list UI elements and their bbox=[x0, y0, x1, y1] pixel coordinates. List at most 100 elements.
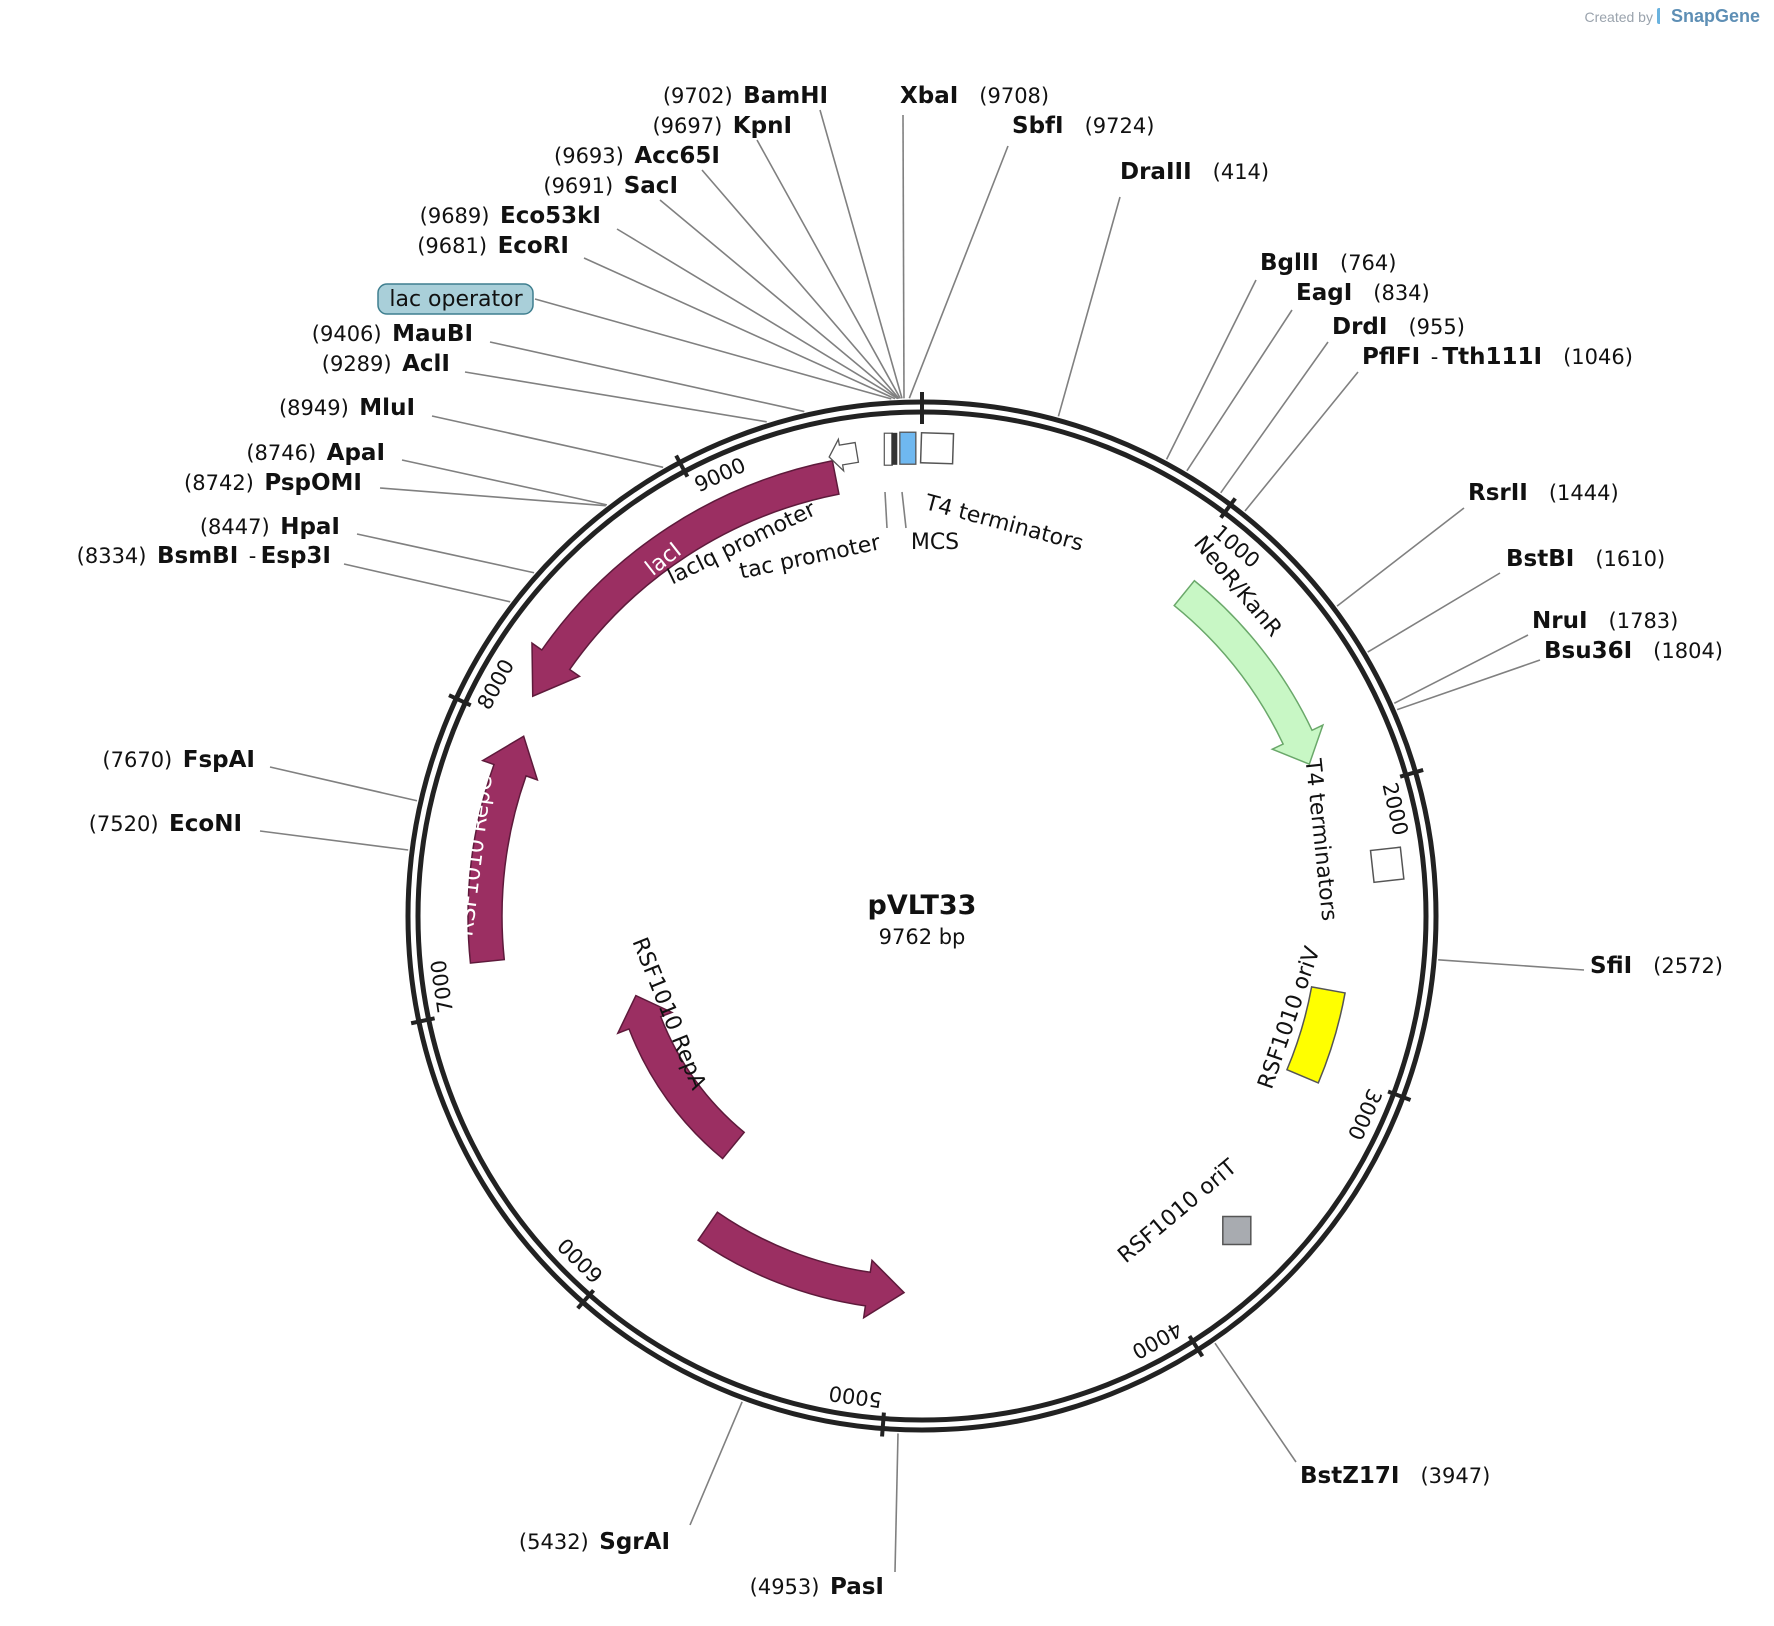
enzyme-name: MluI bbox=[359, 395, 415, 421]
site-kpni[interactable]: (9697) KpnI bbox=[652, 113, 792, 139]
site-xbai[interactable]: XbaI (9708) bbox=[900, 83, 1049, 109]
enzyme-name: BglII bbox=[1260, 250, 1319, 276]
spacer bbox=[733, 84, 744, 108]
site-bstz17i[interactable]: BstZ17I (3947) bbox=[1300, 1463, 1490, 1489]
site-acli[interactable]: (9289) AclI bbox=[322, 351, 450, 377]
feature-lac-operator[interactable]: lac operator bbox=[377, 283, 898, 465]
site-draiii[interactable]: DraIII (414) bbox=[1120, 159, 1269, 185]
site-position: (7670) bbox=[102, 748, 172, 772]
leader-line bbox=[259, 830, 409, 851]
spacer bbox=[958, 84, 979, 108]
spacer bbox=[1399, 1464, 1420, 1488]
site-position: (8746) bbox=[246, 441, 316, 465]
site-label: (8447) HpaI bbox=[200, 514, 340, 540]
site-saci[interactable]: (9691) SacI bbox=[543, 173, 678, 199]
feature-arrow bbox=[531, 459, 840, 698]
site-sfii[interactable]: SfiI (2572) bbox=[1590, 953, 1723, 979]
promoter-block bbox=[883, 432, 893, 466]
site-bamhi[interactable]: (9702) BamHI bbox=[663, 83, 828, 109]
site-label: (9289) AclI bbox=[322, 351, 450, 377]
ruler-tick bbox=[1187, 1334, 1205, 1358]
site-label: (9697) KpnI bbox=[652, 113, 792, 139]
leader-line bbox=[689, 1401, 743, 1526]
spacer bbox=[624, 144, 635, 168]
feature-t4-terminators[interactable] bbox=[1369, 846, 1405, 884]
site-sgrai[interactable]: (5432) SgrAI bbox=[519, 1529, 670, 1555]
site-label: (8949) MluI bbox=[279, 395, 415, 421]
site-position: (1046) bbox=[1563, 345, 1633, 369]
feature-rsf1010-repc[interactable]: RSF1010 RepC bbox=[453, 735, 539, 964]
enzyme-name: BstZ17I bbox=[1300, 1463, 1399, 1489]
spacer bbox=[487, 234, 498, 258]
site-position: (8949) bbox=[279, 396, 349, 420]
spacer bbox=[1319, 251, 1340, 275]
spacer bbox=[1574, 547, 1595, 571]
feature-rsf1010-oriv[interactable]: RSF1010 oriV bbox=[1254, 944, 1346, 1093]
site-apai[interactable]: (8746) ApaI bbox=[246, 440, 385, 466]
site-label: (8334) BsmBI - Esp3I bbox=[77, 543, 331, 569]
ruler-tick bbox=[1219, 497, 1237, 519]
spacer bbox=[1528, 481, 1549, 505]
site-bsu36i[interactable]: Bsu36I (1804) bbox=[1544, 638, 1723, 664]
enzyme-name: SbfI bbox=[1012, 113, 1064, 139]
leader-line bbox=[1393, 634, 1529, 704]
site-acc65i[interactable]: (9693) Acc65I bbox=[554, 143, 720, 169]
enzyme-name: NruI bbox=[1532, 608, 1588, 634]
feature-rsf1010-orit[interactable]: RSF1010 oriT bbox=[1113, 1154, 1252, 1268]
spacer bbox=[489, 204, 500, 228]
feature-label: MCS bbox=[911, 530, 959, 555]
spacer bbox=[589, 1530, 600, 1554]
site-rsrii[interactable]: RsrII (1444) bbox=[1468, 480, 1619, 506]
leader-line bbox=[1244, 371, 1359, 512]
site-hpai[interactable]: (8447) HpaI bbox=[200, 514, 340, 540]
site-pflfi-tth111i[interactable]: PflFI - Tth111I (1046) bbox=[1362, 344, 1633, 370]
site-position: (8742) bbox=[184, 471, 254, 495]
enzyme-name: EcoRI bbox=[498, 233, 569, 259]
enzyme-name-2: Tth111I bbox=[1442, 344, 1542, 370]
site-nrui[interactable]: NruI (1783) bbox=[1532, 608, 1678, 634]
site-position: (8334) bbox=[77, 544, 147, 568]
feature-rsf1010-repa[interactable]: RSF1010 RepA bbox=[616, 934, 746, 1160]
lac-operator-box bbox=[377, 283, 534, 315]
leader-line bbox=[659, 199, 899, 400]
feature-laci[interactable]: lacI bbox=[531, 459, 840, 698]
site-pasi[interactable]: (4953) PasI bbox=[750, 1574, 884, 1600]
site-ecori[interactable]: (9681) EcoRI bbox=[417, 233, 569, 259]
site-position: (1610) bbox=[1595, 547, 1665, 571]
site-maubi[interactable]: (9406) MauBI bbox=[312, 321, 473, 347]
site-econi[interactable]: (7520) EcoNI bbox=[89, 811, 242, 837]
site-sbfi[interactable]: SbfI (9724) bbox=[1012, 113, 1154, 139]
site-bstbi[interactable]: BstBI (1610) bbox=[1506, 546, 1665, 572]
site-bsmbi-esp3i[interactable]: (8334) BsmBI - Esp3I bbox=[77, 543, 331, 569]
leader-lines bbox=[259, 109, 1585, 1573]
ruler-tick-label: 5000 bbox=[827, 1381, 883, 1412]
spacer bbox=[172, 748, 183, 772]
ruler-tick-label: 4000 bbox=[1128, 1317, 1186, 1364]
spacer bbox=[1542, 345, 1563, 369]
site-drdi[interactable]: DrdI (955) bbox=[1332, 314, 1465, 340]
site-eagi[interactable]: EagI (834) bbox=[1296, 280, 1430, 306]
enzyme-name: Bsu36I bbox=[1544, 638, 1632, 664]
feature-label: lac operator bbox=[389, 287, 523, 312]
site-position: (1783) bbox=[1609, 609, 1679, 633]
spacer bbox=[722, 114, 733, 138]
leader-line bbox=[1165, 279, 1257, 460]
site-mlui[interactable]: (8949) MluI bbox=[279, 395, 415, 421]
site-bglii[interactable]: BglII (764) bbox=[1260, 250, 1396, 276]
site-label: BglII (764) bbox=[1260, 250, 1396, 276]
site-position: (9702) bbox=[663, 84, 733, 108]
site-eco53ki[interactable]: (9689) Eco53kI bbox=[420, 203, 601, 229]
feature-mcs[interactable]: MCS bbox=[899, 431, 959, 555]
site-label: PflFI - Tth111I (1046) bbox=[1362, 344, 1633, 370]
feature-rsf1010-repb[interactable]: RSF1010 RepB bbox=[697, 1211, 920, 1365]
spacer bbox=[1632, 954, 1653, 978]
site-position: (7520) bbox=[89, 812, 159, 836]
site-pspomi[interactable]: (8742) PspOMI bbox=[184, 470, 362, 496]
site-position: (1444) bbox=[1549, 481, 1619, 505]
ruler-tick bbox=[880, 1412, 886, 1437]
site-label: (9681) EcoRI bbox=[417, 233, 569, 259]
site-fspai[interactable]: (7670) FspAI bbox=[102, 747, 255, 773]
origin-block bbox=[1285, 985, 1346, 1084]
spacer bbox=[316, 441, 327, 465]
